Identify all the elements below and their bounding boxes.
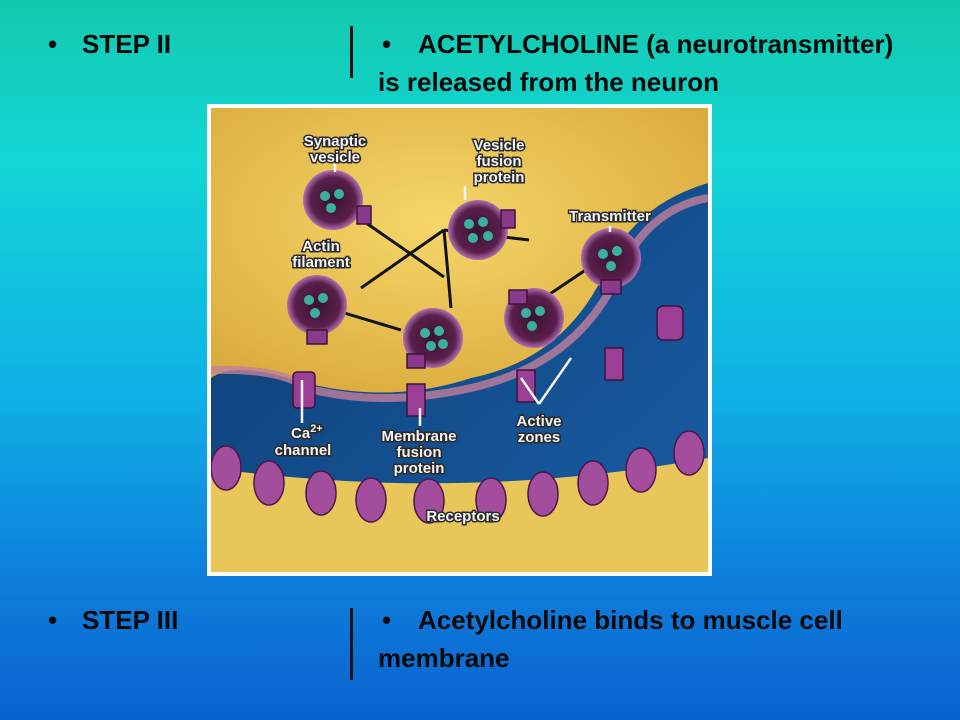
step-iii-description: • Acetylcholine binds to muscle cell memb…	[378, 601, 948, 677]
step-ii-heading: • STEP II	[48, 26, 171, 62]
receptors	[211, 430, 705, 524]
step-ii-desc-line2: is released from the neuron	[378, 67, 719, 97]
label-ca-superscript: 2+	[310, 423, 323, 435]
step-iii-desc-line2: membrane	[378, 643, 510, 673]
synaptic-vesicles	[287, 170, 641, 368]
vesicle	[448, 200, 508, 260]
label-receptors: Receptors	[426, 508, 499, 525]
vesicle	[303, 170, 363, 230]
step-ii-description: • ACETYLCHOLINE (a neurotransmitter) is r…	[378, 25, 948, 101]
label-mfp-2: fusion	[397, 444, 442, 461]
synapse-diagram: Synaptic vesicle Vesicle fusion protein …	[207, 104, 712, 576]
step-ii-title: STEP II	[82, 29, 172, 59]
label-ca-1: Ca2+	[291, 423, 323, 442]
label-active-1: Active	[516, 413, 561, 430]
vesicle	[287, 275, 347, 335]
bullet: •	[48, 605, 58, 635]
step-ii-divider	[350, 26, 353, 78]
step-iii-desc-line1: Acetylcholine binds to muscle cell	[418, 605, 843, 635]
bullet: •	[382, 605, 392, 635]
vesicle	[581, 228, 641, 288]
step-iii-heading: • STEP III	[48, 602, 178, 638]
label-actin-2: filament	[292, 254, 350, 271]
label-vfp-3: protein	[474, 169, 525, 186]
step-iii-title: STEP III	[82, 605, 179, 635]
step-iii-divider	[350, 608, 353, 680]
bullet: •	[382, 29, 392, 59]
bullet: •	[48, 29, 58, 59]
membrane-fusion-proteins	[292, 305, 684, 417]
synapse-illustration: Synaptic vesicle Vesicle fusion protein …	[211, 108, 708, 572]
vesicle-fusion-proteins	[306, 205, 622, 369]
step-ii-desc-line1: ACETYLCHOLINE (a neurotransmitter)	[418, 29, 894, 59]
label-ca-1-text: Ca	[291, 425, 311, 442]
label-pointers	[300, 163, 612, 426]
label-mfp-1: Membrane	[381, 428, 456, 445]
label-active-2: zones	[518, 429, 561, 446]
label-vfp-2: fusion	[477, 153, 522, 170]
label-synaptic-2: vesicle	[310, 149, 360, 166]
label-transmitter: Transmitter	[569, 208, 651, 225]
label-mfp-3: protein	[394, 460, 445, 477]
label-actin-1: Actin	[302, 238, 340, 255]
label-synaptic-1: Synaptic	[304, 133, 367, 150]
label-vfp-1: Vesicle	[474, 137, 525, 154]
label-ca-2: channel	[275, 442, 332, 459]
vesicle	[403, 308, 463, 368]
